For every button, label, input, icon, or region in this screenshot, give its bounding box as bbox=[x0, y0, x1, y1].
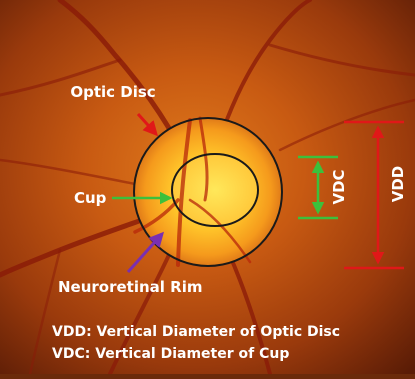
legend-vdd: VDD: Vertical Diameter of Optic Disc bbox=[52, 324, 340, 340]
vdd-label: VDD bbox=[389, 166, 407, 203]
optic-disc-label: Optic Disc bbox=[70, 83, 155, 101]
neuroretinal-rim-label: Neuroretinal Rim bbox=[58, 278, 202, 296]
vdc-label: VDC bbox=[330, 169, 348, 204]
legend-vdc: VDC: Vertical Diameter of Cup bbox=[52, 346, 289, 362]
cup-label: Cup bbox=[74, 189, 107, 207]
